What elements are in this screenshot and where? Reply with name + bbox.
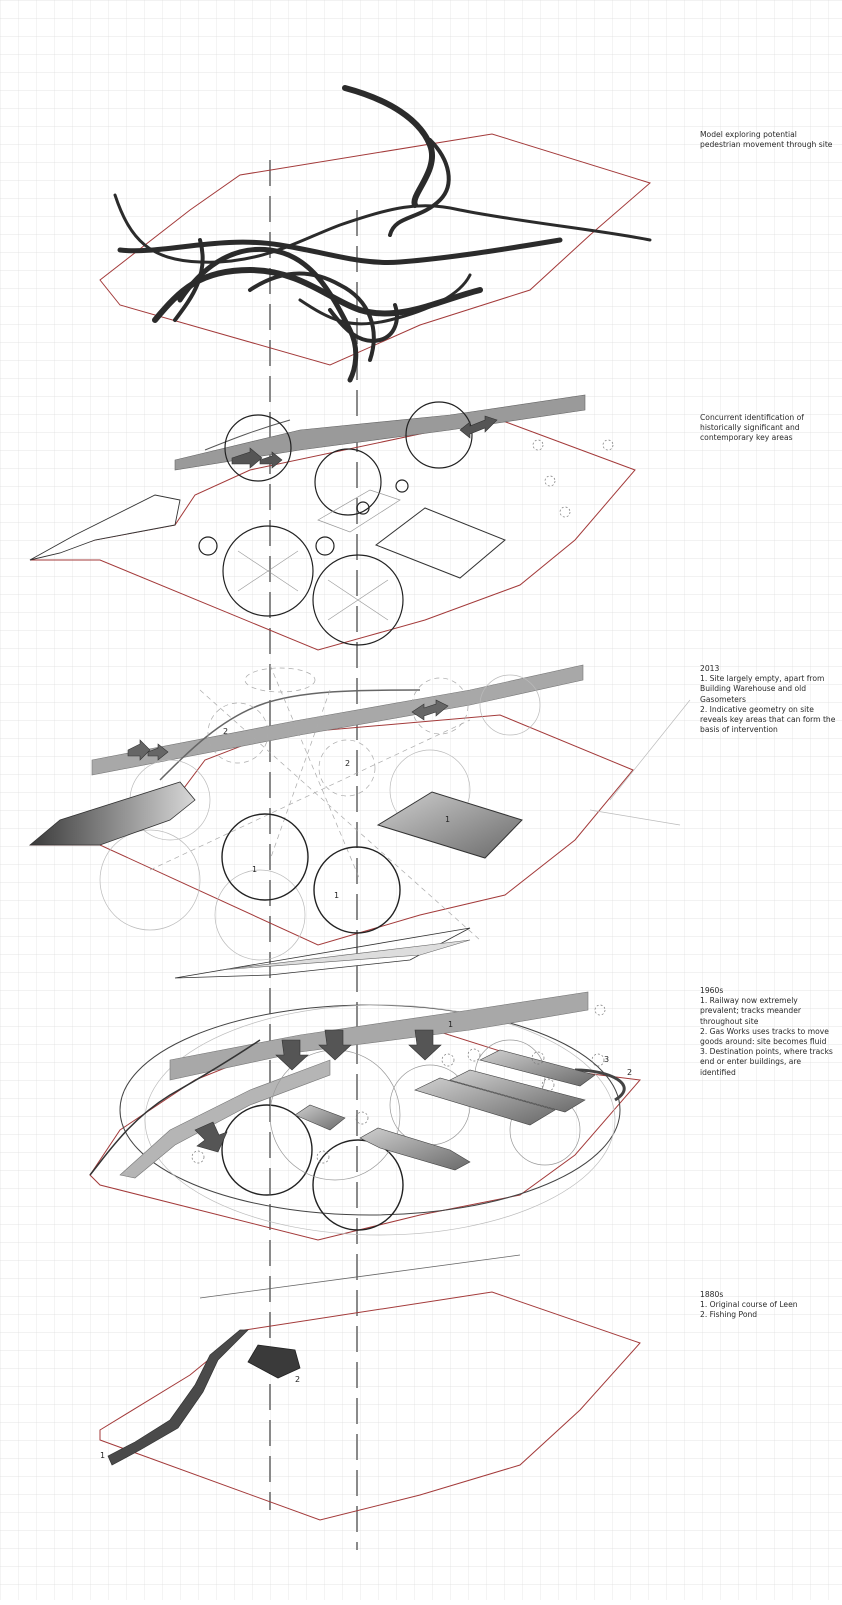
- caption-line: 2. Gas Works uses tracks to move goods a…: [700, 1026, 829, 1047]
- caption-line: Model exploring potential pedestrian mov…: [700, 130, 833, 150]
- marker-2013-warehouse: 1: [445, 815, 450, 824]
- caption-line: 2. Fishing Pond: [700, 1310, 758, 1320]
- caption-title: 2013: [700, 664, 720, 673]
- building-2013: [376, 791, 523, 859]
- marker-2013-gas-a: 1: [252, 865, 257, 874]
- movement-arrows-1960s: [194, 1029, 442, 1153]
- railway-band-1960s: [169, 991, 589, 1081]
- caption-1880s: 1880s 1. Original course of Leen 2. Fish…: [700, 1290, 836, 1321]
- layer-2013: 1 1 1 2 2: [28, 664, 691, 979]
- gas-works-buildings-1960s: [294, 1049, 596, 1171]
- caption-2013: 2013 1. Site largely empty, apart from B…: [700, 664, 836, 735]
- caption-line: Concurrent identification of historicall…: [700, 413, 804, 443]
- marker-1880s-pond: 2: [295, 1375, 300, 1384]
- caption-title: 1960s: [700, 986, 724, 995]
- caption-line: 1. Site largely empty, apart from Buildi…: [700, 674, 825, 704]
- original-course-of-leen: [107, 1329, 249, 1466]
- layer-1960s: 1 2 3: [89, 991, 641, 1241]
- movement-ribbons: [113, 85, 652, 383]
- layer-1880s: 1 2: [99, 1291, 641, 1521]
- marker-2013-geom-a: 2: [223, 727, 228, 736]
- marker-1960s-dest: 3: [604, 1055, 609, 1064]
- site-outline-movement: [99, 133, 652, 366]
- marker-2013-geom-b: 2: [345, 759, 350, 768]
- caption-line: 2. Indicative geometry on site reveals k…: [700, 704, 836, 735]
- rail-band-2013: [91, 664, 584, 776]
- caption-1960s: 1960s 1. Railway now extremely prevalent…: [700, 986, 836, 1078]
- marker-2013-gas-b: 1: [334, 891, 339, 900]
- building-warehouse-2013: [28, 781, 196, 846]
- caption-movement-model: Model exploring potential pedestrian mov…: [700, 130, 836, 150]
- marker-1880s-leen: 1: [100, 1451, 105, 1460]
- layer-movement-model: [99, 85, 652, 383]
- caption-key-areas: Concurrent identification of historicall…: [700, 413, 836, 444]
- marker-1960s-tracks: 2: [627, 1068, 632, 1077]
- construction-line: [199, 1254, 521, 1299]
- rail-band-key-areas: [174, 394, 586, 471]
- caption-title: 1880s: [700, 1290, 724, 1299]
- caption-line: 1. Railway now extremely prevalent; trac…: [700, 996, 801, 1026]
- marker-1960s-rail: 1: [448, 1020, 453, 1029]
- caption-line: 3. Destination points, where tracks end …: [700, 1047, 833, 1077]
- layer-key-areas: [29, 394, 636, 651]
- fishing-pond: [247, 1344, 301, 1379]
- caption-line: 1. Original course of Leen: [700, 1300, 798, 1310]
